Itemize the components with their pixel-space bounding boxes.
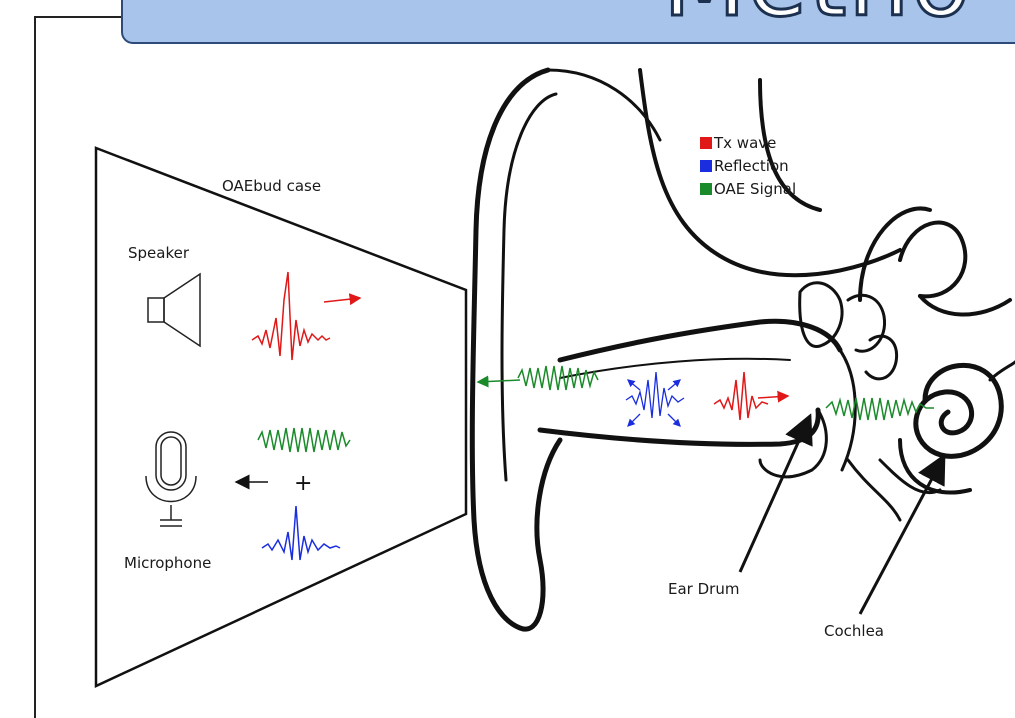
case-title: OAEbud case — [222, 177, 321, 195]
legend: Tx wave Reflection OAE Signal — [700, 134, 796, 198]
legend-label-tx: Tx wave — [713, 134, 776, 152]
legend-label-oae: OAE Signal — [714, 180, 796, 198]
tx-wave-canal — [714, 372, 768, 420]
microphone-icon — [146, 432, 196, 526]
ear-drum-label: Ear Drum — [668, 580, 739, 598]
reflection-wave-case — [262, 506, 340, 560]
ear-anatomy — [472, 70, 1015, 629]
tx-arrow-case — [324, 298, 360, 302]
oae-wave-canal — [518, 366, 598, 390]
legend-swatch-reflection — [700, 160, 712, 172]
legend-label-reflection: Reflection — [714, 157, 789, 175]
speaker-icon — [148, 274, 200, 346]
cochlea-label: Cochlea — [824, 622, 884, 640]
reflection-burst — [626, 372, 684, 426]
legend-swatch-oae — [700, 183, 712, 195]
ear-drum-pointer — [740, 416, 810, 572]
oae-diagram: OAEbud case Speaker Microphone + — [0, 0, 1015, 693]
legend-swatch-tx — [700, 137, 712, 149]
oae-arrow-canal — [478, 380, 520, 382]
plus-sign: + — [294, 471, 312, 496]
oae-wave-case — [258, 428, 350, 452]
microphone-label: Microphone — [124, 554, 211, 572]
speaker-label: Speaker — [128, 244, 190, 262]
tx-wave-case — [252, 272, 330, 360]
oaebud-case-outline — [96, 148, 466, 686]
tx-arrow-canal — [758, 396, 788, 398]
